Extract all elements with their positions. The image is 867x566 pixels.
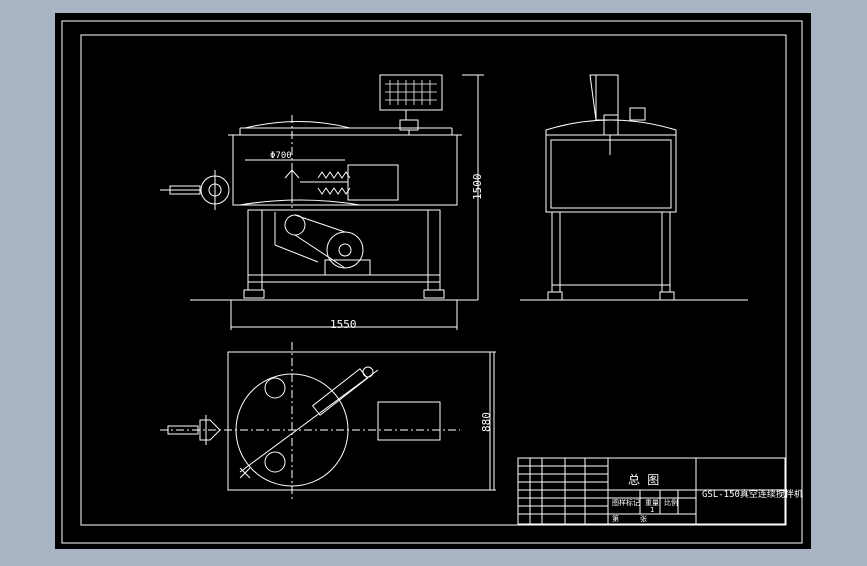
top-motor xyxy=(377,401,441,441)
inner-frame xyxy=(80,34,787,526)
dim-depth-top: 880 xyxy=(480,412,493,432)
side-hopper xyxy=(595,74,619,121)
title-block xyxy=(517,457,786,525)
dim-width-front: 1550 xyxy=(330,318,357,331)
dim-diameter: Φ700 xyxy=(270,151,292,161)
drawing-number: GSL-150真空连续搅拌机 xyxy=(702,488,803,500)
side-view xyxy=(520,74,748,301)
control-panel-grid xyxy=(385,80,437,105)
title-label-sheet: 第 xyxy=(612,514,619,523)
title-label-qty: 1 xyxy=(650,506,654,514)
view-title: 总 图 xyxy=(628,473,659,487)
dim-height-front: 1500 xyxy=(471,174,484,201)
top-view xyxy=(160,342,496,500)
outer-frame xyxy=(61,20,803,544)
front-view xyxy=(160,74,484,330)
drawing-sheet xyxy=(55,13,811,549)
title-label-scale: 比例 xyxy=(664,498,678,507)
title-label-mark: 图样标记 xyxy=(612,498,640,507)
title-label-weight: 重量 xyxy=(645,499,659,507)
title-label-page: 张 xyxy=(640,514,647,523)
control-panel xyxy=(379,74,443,111)
top-outline xyxy=(227,351,491,491)
